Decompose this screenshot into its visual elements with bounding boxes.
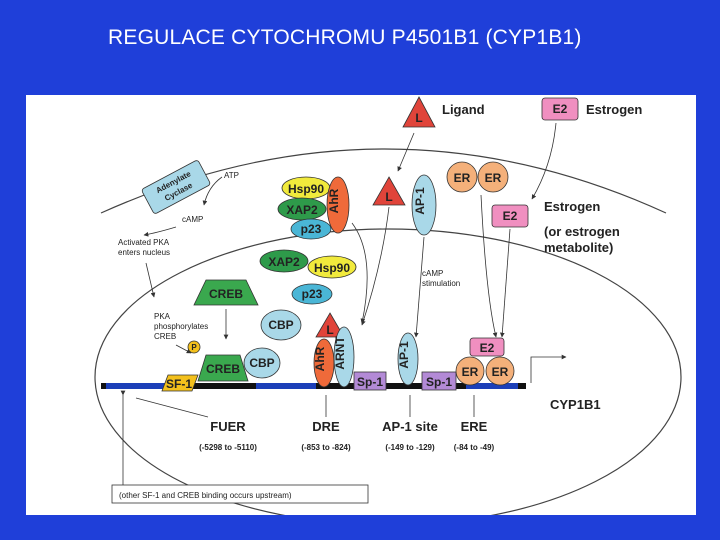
element-ere-range: (-84 to -49) xyxy=(454,443,495,452)
ap1-cytoplasm xyxy=(411,174,437,236)
dna-segment xyxy=(466,383,518,389)
estrogen-side-label: Estrogen xyxy=(544,199,600,214)
e2-label-2: E2 xyxy=(503,209,518,223)
ligand-symbol-3: L xyxy=(326,323,333,337)
cbp-bound xyxy=(243,347,281,379)
camp-stim-1: cAMP xyxy=(422,269,443,278)
hsp90-label-2: Hsp90 xyxy=(314,261,350,275)
pka-phos-1: PKA xyxy=(154,312,171,321)
er-bound xyxy=(455,356,485,386)
er-label-4: ER xyxy=(492,365,509,379)
element-dre: DRE xyxy=(312,419,340,434)
cbp-label-2: CBP xyxy=(249,356,274,370)
p23-label-1: p23 xyxy=(301,222,322,236)
diagram-panel: L Ligand E2 Estrogen Adenylate Cyclase A… xyxy=(26,95,696,526)
arnt-label: ARNT xyxy=(333,336,347,370)
dna-segment xyxy=(256,383,316,389)
sp1-box xyxy=(421,371,457,391)
pka-phos-2: phosphorylates xyxy=(154,322,208,331)
ap1-label-2: AP-1 xyxy=(397,341,411,369)
ligand-label: Ligand xyxy=(442,102,485,117)
sp1-box xyxy=(353,371,387,391)
camp-label: cAMP xyxy=(182,215,203,224)
pka-phos-3: CREB xyxy=(154,332,176,341)
hsp90-label-1: Hsp90 xyxy=(288,182,324,196)
upstream-note: (other SF-1 and CREB binding occurs upst… xyxy=(119,491,292,500)
camp-stim-2: stimulation xyxy=(422,279,460,288)
nucleus xyxy=(94,228,682,526)
sp1-label-2: Sp-1 xyxy=(426,375,452,389)
creb-free xyxy=(193,279,259,306)
sf1 xyxy=(161,374,199,392)
ligand-symbol: L xyxy=(415,111,422,125)
e2-label-top: E2 xyxy=(553,102,568,116)
er-label-2: ER xyxy=(485,171,502,185)
e2-extracellular: E2 xyxy=(541,97,579,121)
estrogen-label: Estrogen xyxy=(586,102,642,117)
adenylate-cyclase: Adenylate Cyclase xyxy=(141,160,211,214)
transcription-arrow xyxy=(530,354,567,383)
ligand-symbol-2: L xyxy=(385,190,392,204)
creb-bound xyxy=(197,354,249,382)
pka-enters-2: enters nucleus xyxy=(118,248,170,257)
er-dimer-cytoplasm: ER ER xyxy=(446,161,509,193)
xap2-label-2: XAP2 xyxy=(268,255,300,269)
creb-label-2: CREB xyxy=(206,362,240,376)
cytoplasmic-ahr-complex: Hsp90 XAP2 p23 AhR xyxy=(277,176,350,240)
slide-title: REGULACE CYTOCHROMU P4501B1 (CYP1B1) xyxy=(108,26,582,49)
cbp-label-1: CBP xyxy=(268,318,293,332)
ahr-label-1: AhR xyxy=(327,188,341,213)
creb-label-1: CREB xyxy=(209,287,243,301)
ap1-label-1: AP-1 xyxy=(413,187,427,215)
ahr-label-2: AhR xyxy=(313,346,327,371)
er-label-1: ER xyxy=(454,171,471,185)
dna-segment xyxy=(106,383,176,389)
er-bound xyxy=(485,356,515,386)
arnt-bound xyxy=(333,326,355,388)
phosphate xyxy=(187,340,201,354)
element-fuer-range: (-5298 to -5110) xyxy=(199,443,257,452)
atp-label: ATP xyxy=(224,171,239,180)
element-ere: ERE xyxy=(461,419,488,434)
estrogen-note-2: metabolite) xyxy=(544,240,613,255)
upstream-note-box xyxy=(111,484,369,504)
sp1-label-1: Sp-1 xyxy=(357,375,383,389)
element-ap1: AP-1 site xyxy=(382,419,438,434)
sf1-label: SF-1 xyxy=(166,377,192,391)
ap1-bound xyxy=(397,332,419,386)
cyp1b1-regulation-diagram: L Ligand E2 Estrogen Adenylate Cyclase A… xyxy=(94,96,682,526)
gene-label: CYP1B1 xyxy=(550,397,601,412)
ligand-extracellular: L xyxy=(402,96,436,128)
e2-label-3: E2 xyxy=(480,341,495,355)
estrogen-note-1: (or estrogen xyxy=(544,224,620,239)
element-dre-range: (-853 to -824) xyxy=(301,443,351,452)
element-fuer: FUER xyxy=(210,419,246,434)
element-ap1-range: (-149 to -129) xyxy=(385,443,435,452)
ligand-nucleus xyxy=(315,312,345,338)
ligand-cytoplasm xyxy=(372,176,406,206)
phosphate-label: P xyxy=(191,343,197,352)
pka-enters-1: Activated PKA xyxy=(118,238,170,247)
cbp-free xyxy=(260,309,302,341)
e2-cytoplasm: E2 xyxy=(491,204,529,228)
xap2-label-1: XAP2 xyxy=(286,203,318,217)
er-label-3: ER xyxy=(462,365,479,379)
p23-label-2: p23 xyxy=(302,287,323,301)
e2-bound xyxy=(469,337,505,357)
released-chaperones: XAP2 Hsp90 p23 xyxy=(259,249,357,305)
